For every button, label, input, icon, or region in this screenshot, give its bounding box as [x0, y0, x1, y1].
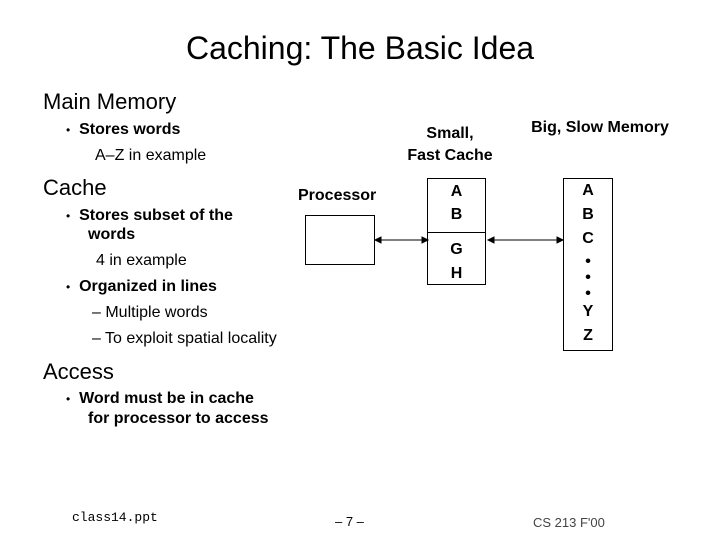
main-memory-bullet-text: Stores words: [79, 121, 181, 138]
cache-word-g: G: [450, 241, 463, 258]
arrow-head-left: [486, 236, 495, 244]
processor-label: Processor: [298, 187, 377, 204]
memory-word-z: Z: [583, 327, 593, 344]
arrow-head-right: [556, 236, 565, 244]
memory-word-b: B: [582, 206, 594, 223]
cache-bullet-1-line-2: words: [88, 226, 136, 243]
arrow-head-left: [373, 236, 382, 244]
cache-dash-1: – Multiple words: [92, 304, 208, 321]
memory-word-c: C: [582, 230, 594, 247]
cache-word-b: B: [450, 206, 463, 223]
footer-filename: class14.ppt: [72, 510, 158, 525]
cache-box: A B G H: [427, 178, 486, 285]
arrow-head-right: [421, 236, 430, 244]
cache-bullet-1-line-1: Stores subset of the: [79, 207, 233, 224]
cache-label-line-2: Fast Cache: [407, 147, 493, 164]
main-memory-bullet: • Stores words: [66, 121, 180, 139]
bullet-glyph: •: [66, 280, 71, 294]
bullet-glyph: •: [66, 392, 71, 406]
footer-page-number: – 7 –: [335, 514, 364, 529]
footer-course: CS 213 F'00: [533, 515, 605, 530]
main-memory-subtext: A–Z in example: [95, 147, 207, 164]
cache-word-h: H: [450, 265, 463, 282]
memory-word-a: A: [582, 182, 594, 199]
cache-bullet-2-text: Organized in lines: [79, 278, 217, 295]
access-bullet: • Word must be in cache: [66, 390, 254, 408]
cache-bullet-1: • Stores subset of the: [66, 207, 233, 225]
memory-word-y: Y: [582, 303, 594, 320]
cache-dash-2: – To exploit spatial locality: [92, 330, 277, 347]
slide-title: Caching: The Basic Idea: [185, 30, 535, 66]
cache-line-divider: [428, 232, 485, 233]
memory-label: Big, Slow Memory: [531, 119, 669, 136]
memory-box: A B C • • • Y Z: [563, 178, 613, 351]
cache-label-line-1: Small,: [426, 125, 474, 142]
bullet-glyph: •: [66, 209, 71, 223]
access-bullet-line-2: for processor to access: [88, 410, 269, 427]
cache-bullet-2: • Organized in lines: [66, 278, 217, 296]
access-bullet-line-1: Word must be in cache: [79, 390, 254, 407]
memory-ellipsis-2: •: [585, 269, 591, 286]
memory-ellipsis-3: •: [585, 285, 591, 302]
main-memory-heading: Main Memory: [43, 89, 177, 114]
cache-bullet-1-subtext: 4 in example: [96, 252, 187, 269]
bullet-glyph: •: [66, 123, 71, 137]
cache-word-a: A: [450, 183, 463, 200]
access-heading: Access: [43, 359, 114, 384]
memory-ellipsis-1: •: [585, 253, 591, 270]
cache-heading: Cache: [43, 175, 107, 200]
